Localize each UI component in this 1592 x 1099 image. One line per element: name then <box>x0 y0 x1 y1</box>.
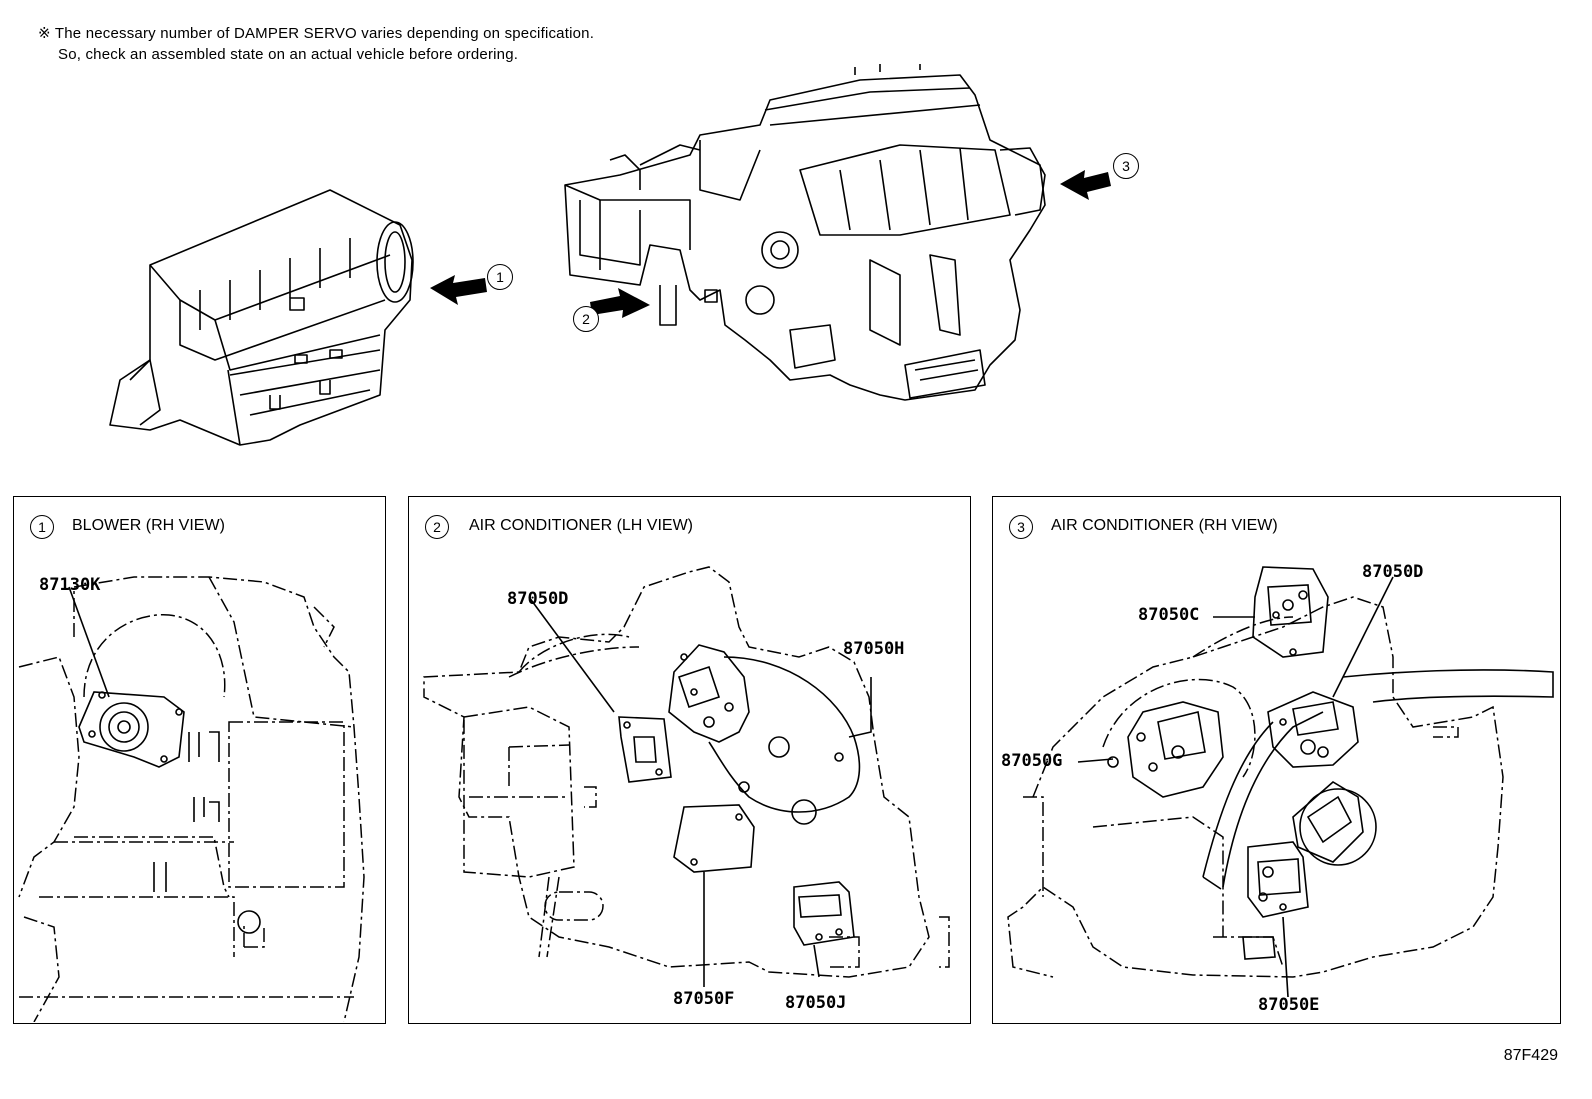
panel-3-number: 3 <box>1009 515 1033 539</box>
arrow-2-icon <box>590 288 650 318</box>
air-conditioner-unit-drawing <box>564 64 1046 401</box>
part-number-87050D: 87050D <box>507 589 569 609</box>
part-number-87050J: 87050J <box>785 993 847 1013</box>
callout-1: 1 <box>487 264 513 290</box>
view-arrows <box>430 170 1111 318</box>
callout-3: 3 <box>1113 153 1139 179</box>
panel-3-title: AIR CONDITIONER (RH VIEW) <box>1051 517 1278 534</box>
panel-1-title: BLOWER (RH VIEW) <box>72 517 225 534</box>
arrow-1-icon <box>430 275 487 305</box>
spec-note-line-1: ※ The necessary number of DAMPER SERVO v… <box>38 24 594 42</box>
part-number-87050G: 87050G <box>1001 751 1063 771</box>
spec-note-text-1: The necessary number of DAMPER SERVO var… <box>54 25 595 42</box>
panel-1-number: 1 <box>30 515 54 539</box>
arrow-3-icon <box>1060 170 1111 200</box>
illustration-code: 87F429 <box>1503 1047 1558 1064</box>
callout-2: 2 <box>573 306 599 332</box>
part-number-87050D-rh: 87050D <box>1362 562 1424 582</box>
part-number-87130K: 87130K <box>39 575 101 595</box>
blower-detail-drawing <box>18 576 365 1022</box>
spec-note-line-2: So, check an assembled state on an actua… <box>58 46 519 63</box>
panel-2-number: 2 <box>425 515 449 539</box>
part-number-87050E: 87050E <box>1258 995 1320 1015</box>
part-number-87050F: 87050F <box>673 989 735 1009</box>
panel-air-conditioner-rh-view: 3 AIR CONDITIONER (RH VIEW) <box>992 496 1561 1024</box>
part-number-87050C: 87050C <box>1138 605 1200 625</box>
assembly-overview-illustration <box>109 64 1111 446</box>
blower-unit-drawing <box>109 189 414 446</box>
panel-blower-rh-view: 1 BLOWER (RH VIEW) 87130K <box>13 496 386 1024</box>
air-conditioner-lh-detail-drawing <box>423 566 950 987</box>
part-number-87050H: 87050H <box>843 639 905 659</box>
panel-2-title: AIR CONDITIONER (LH VIEW) <box>469 517 694 534</box>
panel-air-conditioner-lh-view: 2 AIR CONDITIONER (LH VIEW) <box>408 496 971 1024</box>
air-conditioner-rh-detail-drawing <box>1007 566 1554 998</box>
reference-mark: ※ <box>38 25 51 42</box>
